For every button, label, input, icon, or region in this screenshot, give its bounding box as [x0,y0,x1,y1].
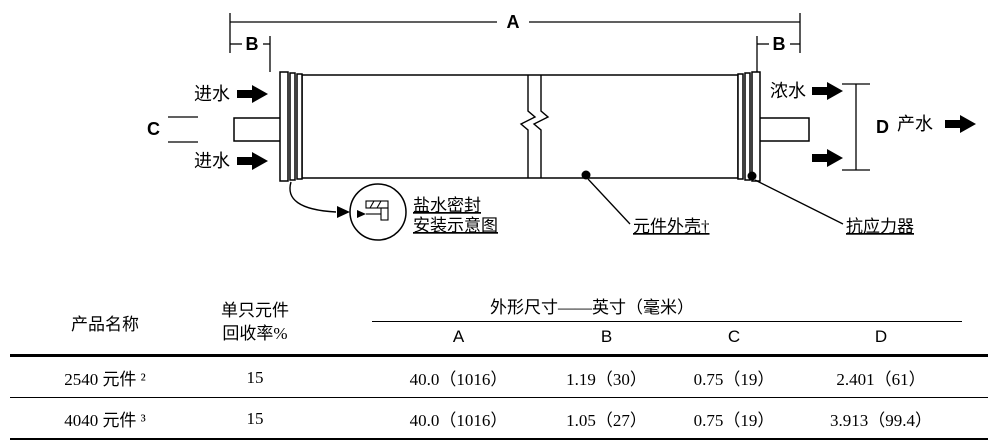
spacer-cell [962,397,988,440]
dim-d-label: D [876,117,889,137]
product-name-cell: 2540 元件 ² [10,355,200,398]
dim-a-cell: 40.0（1016） [372,355,545,398]
dimensions-header: 外形尺寸——英寸（毫米） [372,291,962,322]
concentrate-arrow-bottom [812,149,843,167]
dim-a-cell: 40.0（1016） [372,397,545,440]
feed-arrow-top [237,85,268,103]
spacer-cell [310,291,372,357]
dim-b-cell: 1.19（30） [545,355,668,398]
membrane-element [233,71,810,182]
dim-c-label: C [147,119,160,139]
element-diagram: A B B [147,12,976,241]
brine-seal-callout [289,181,407,241]
dimensions-table: 产品名称 单只元件 回收率% 外形尺寸——英寸（毫米） A B C D 2540… [10,291,988,440]
concentrate-arrow-top [812,82,843,100]
dim-c-cell: 0.75（19） [668,355,800,398]
recovery-header: 单只元件 回收率% [200,291,310,357]
feed-label-bottom: 进水 [194,151,230,171]
recovery-header-line1: 单只元件 [221,300,289,320]
dim-b-right-label: B [773,34,786,54]
brine-seal-detail [365,200,389,221]
shell-leader-dot [581,170,591,180]
product-name-cell: 4040 元件 ³ [10,397,200,440]
spacer-cell [962,291,988,357]
recovery-cell: 15 [200,397,310,440]
col-header-c: C [668,321,800,357]
shell-leader-line [587,178,631,225]
brine-seal-caption-line2: 安装示意图 [413,216,498,235]
recovery-cell: 15 [200,355,310,398]
callout-arrowhead [337,206,350,218]
dim-c-cell: 0.75（19） [668,397,800,440]
spacer-cell [310,355,372,398]
feed-arrow-bottom [237,152,268,170]
dim-b-left-lines [230,36,271,72]
table-header-row-2: A B C D [10,321,988,357]
dim-d-cell: 3.913（99.4） [800,397,962,440]
feed-label-top: 进水 [194,84,230,104]
dim-b-cell: 1.05（27） [545,397,668,440]
concentrate-label: 浓水 [770,81,806,101]
dim-c-lines [168,116,198,143]
permeate-label: 产水 [897,114,933,134]
permeate-arrow [945,115,976,133]
table-row: 2540 元件 ² 15 40.0（1016） 1.19（30） 0.75（19… [10,355,988,398]
recovery-header-line2: 回收率% [222,323,288,343]
dim-a-lines [229,13,801,53]
dim-b-left-label: B [246,34,259,54]
dim-a-label: A [507,12,520,32]
break-symbol [519,75,550,178]
atd-leader-dot [747,171,757,181]
shell-label: 元件外壳† [633,217,710,236]
datasheet-figure: A B B [10,12,988,440]
table-row: 4040 元件 ³ 15 40.0（1016） 1.05（27） 0.75（19… [10,397,988,440]
detail-circle [349,183,407,241]
atd-leader-line [754,179,844,225]
spacer-cell [310,397,372,440]
col-header-b: B [545,321,668,357]
dim-d-cell: 2.401（61） [800,355,962,398]
dim-d-lines [842,83,870,171]
dim-b-right-lines [756,36,800,72]
spacer-cell [962,355,988,398]
atd-label: 抗应力器 [846,217,914,236]
col-header-d: D [800,321,962,357]
brine-seal-caption-line1: 盐水密封 [413,196,481,215]
col-header-a: A [372,321,545,357]
seal-flow-arrow [357,210,366,218]
product-name-header: 产品名称 [10,291,200,357]
table-header-row-1: 产品名称 单只元件 回收率% 外形尺寸——英寸（毫米） [10,291,988,357]
